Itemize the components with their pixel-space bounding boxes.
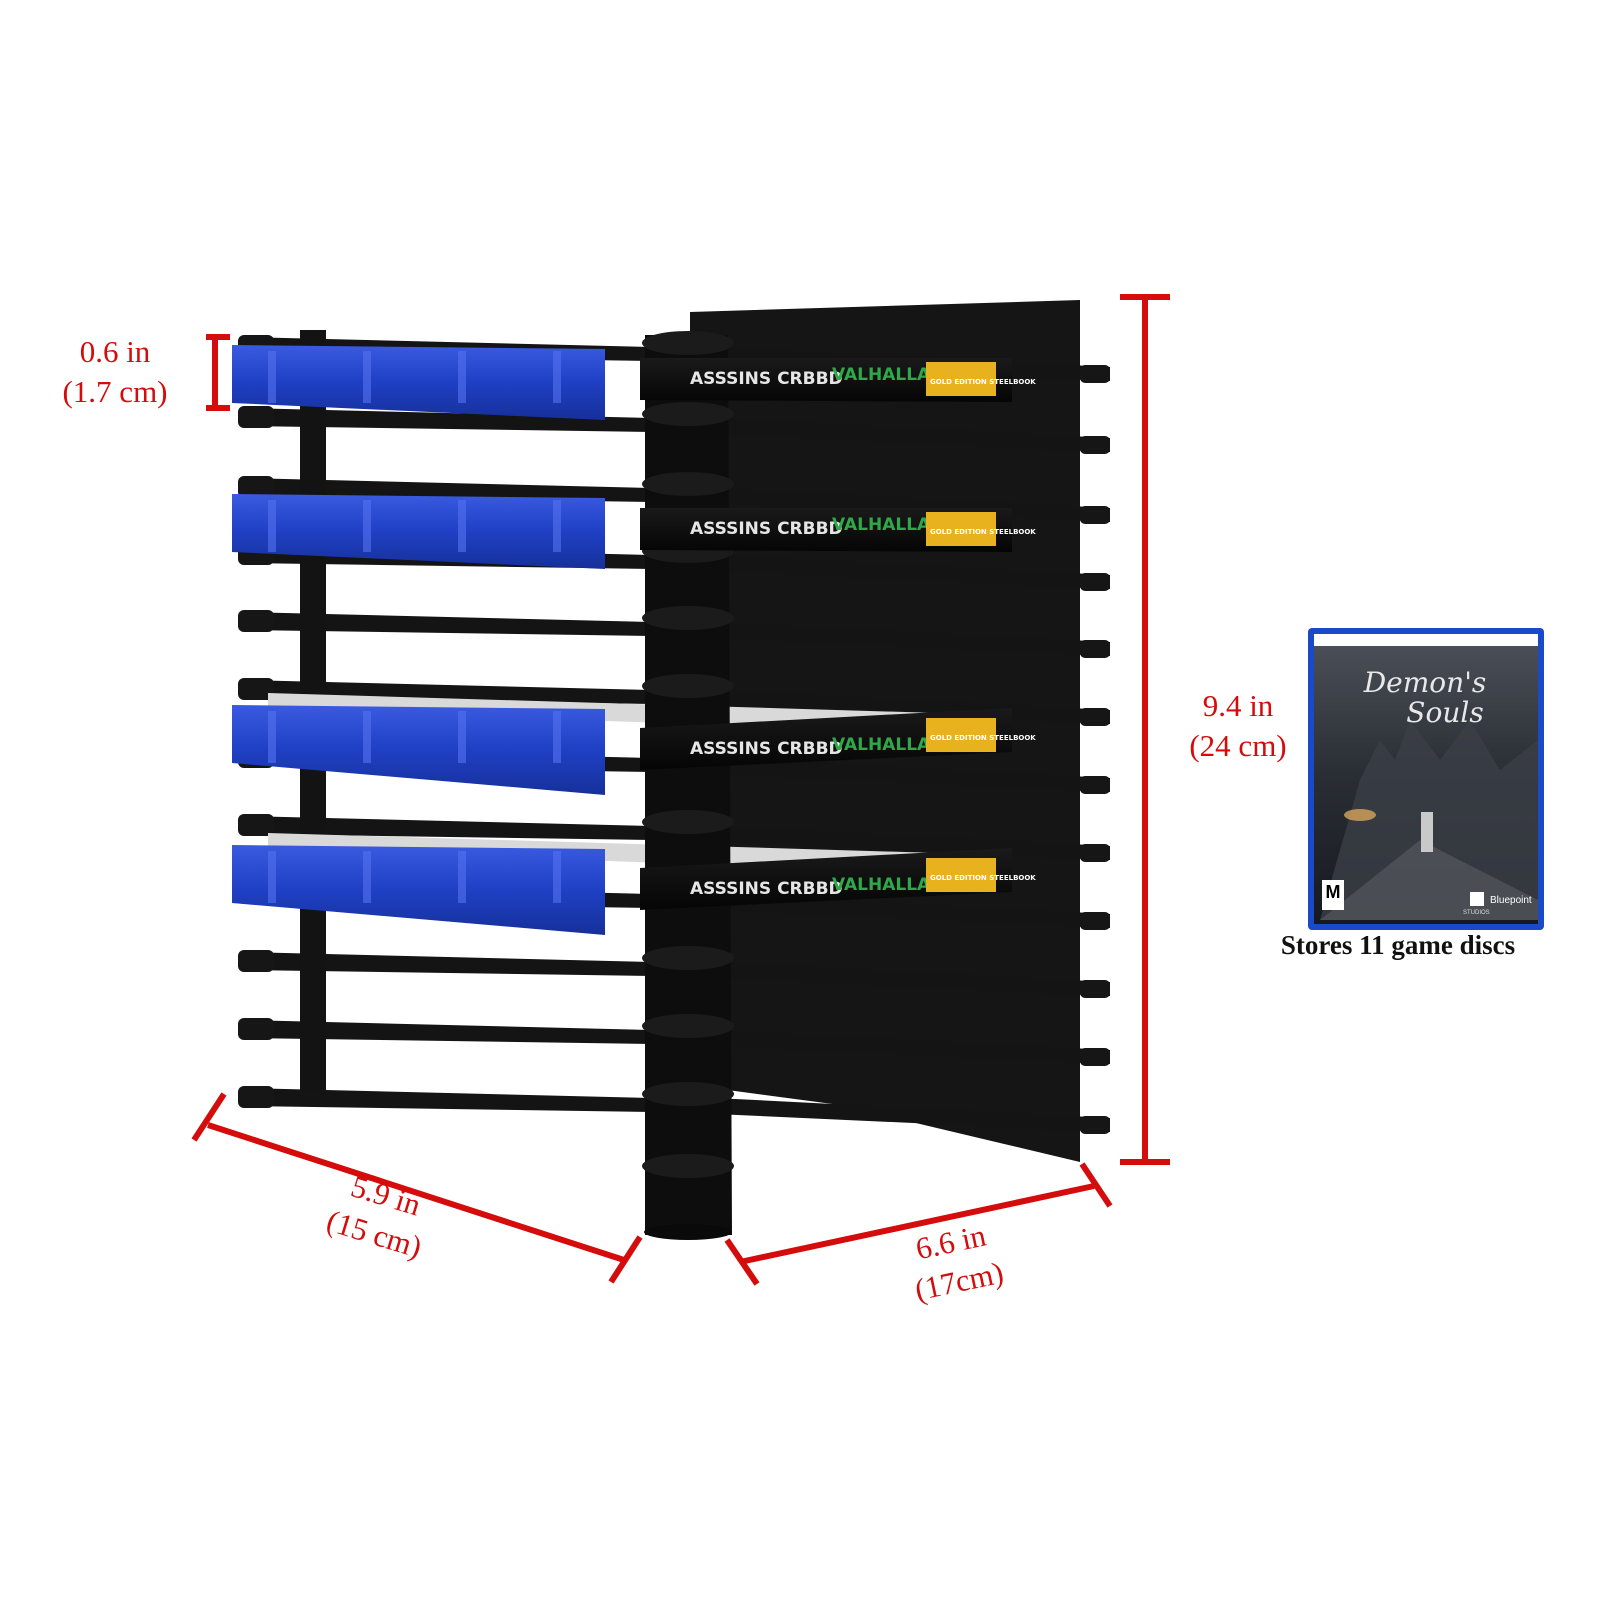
shelf-bar (238, 950, 1110, 998)
height-line (1120, 294, 1170, 1165)
spine-edition: GOLD EDITION STEELBOOK (930, 734, 1036, 742)
spine-title: ASSSINS CRBBD (690, 739, 843, 759)
spine-subtitle: VALHALLA (832, 515, 931, 535)
slot-height-line (206, 334, 230, 411)
game-case (232, 494, 605, 569)
publisher-logo: Bluepoint (1490, 895, 1532, 906)
column-collar (642, 1082, 734, 1106)
slot-height-metric: (1.7 cm) (62, 374, 168, 409)
cover-title-line2: Souls (1406, 696, 1484, 729)
dimension-lines (191, 294, 1170, 1286)
spine-subtitle: VALHALLA (832, 735, 931, 755)
slot-height-label: 0.6 in (1.7 cm) (40, 332, 190, 412)
column-collar (642, 674, 734, 698)
column-collar (642, 402, 734, 426)
column-collar (642, 810, 734, 834)
shelf-bar (238, 610, 1110, 658)
game-case (232, 345, 605, 420)
column-collar (642, 1154, 734, 1178)
spine-edition: GOLD EDITION STEELBOOK (930, 528, 1036, 536)
column-collar (642, 606, 734, 630)
shelf-bar (238, 1086, 1110, 1134)
spine-subtitle: VALHALLA (832, 365, 931, 385)
spine-title: ASSSINS CRBBD (690, 369, 843, 389)
rating-badge: M (1325, 882, 1341, 902)
height-imperial: 9.4 in (1202, 688, 1274, 723)
spine-edition: GOLD EDITION STEELBOOK (930, 874, 1036, 882)
width-line (724, 1162, 1113, 1286)
height-label: 9.4 in (24 cm) (1168, 686, 1308, 766)
cover-title-line1: Demon's (1363, 666, 1487, 699)
height-metric: (24 cm) (1189, 728, 1287, 763)
shelf-bar (238, 406, 1110, 454)
column-collar (642, 331, 734, 355)
spine-title: ASSSINS CRBBD (690, 879, 843, 899)
capacity-caption: Stores 11 game discs (1280, 930, 1516, 960)
depth-line (191, 1092, 643, 1284)
spine-title: ASSSINS CRBBD (690, 519, 843, 539)
shelf-bar (238, 1018, 1110, 1066)
column-collar (642, 472, 734, 496)
column-collar (642, 946, 734, 970)
game-cover (1308, 628, 1544, 930)
column-collar (642, 1014, 734, 1038)
spine-subtitle: VALHALLA (832, 875, 931, 895)
spine-edition: GOLD EDITION STEELBOOK (930, 378, 1036, 386)
cover-title: Demon's Souls (1330, 668, 1520, 728)
slot-height-imperial: 0.6 in (79, 334, 151, 369)
platform-label: STUDIOS (1463, 910, 1490, 916)
